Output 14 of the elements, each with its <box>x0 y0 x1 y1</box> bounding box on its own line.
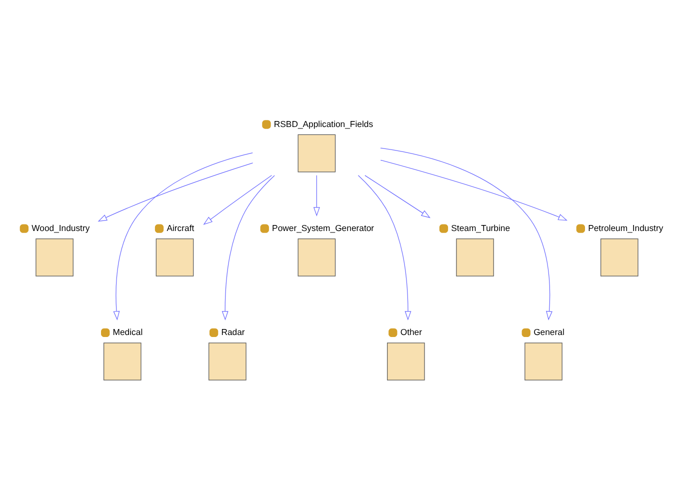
node-label: Wood_Industry <box>32 222 90 233</box>
arrow <box>222 175 275 320</box>
arrow <box>358 175 412 320</box>
arrow <box>98 162 254 222</box>
node-label: Steam_Turbine <box>451 222 510 233</box>
arrow <box>113 152 253 320</box>
node-label: RSBD_Application_Fields <box>274 118 374 129</box>
node-label: Petroleum_Industry <box>588 222 664 233</box>
arrow <box>364 175 430 218</box>
arrow <box>380 148 552 320</box>
arrow <box>203 175 272 225</box>
arrow <box>380 160 568 221</box>
arrow <box>313 175 320 216</box>
node-label: Power_System_Generator <box>272 222 374 233</box>
